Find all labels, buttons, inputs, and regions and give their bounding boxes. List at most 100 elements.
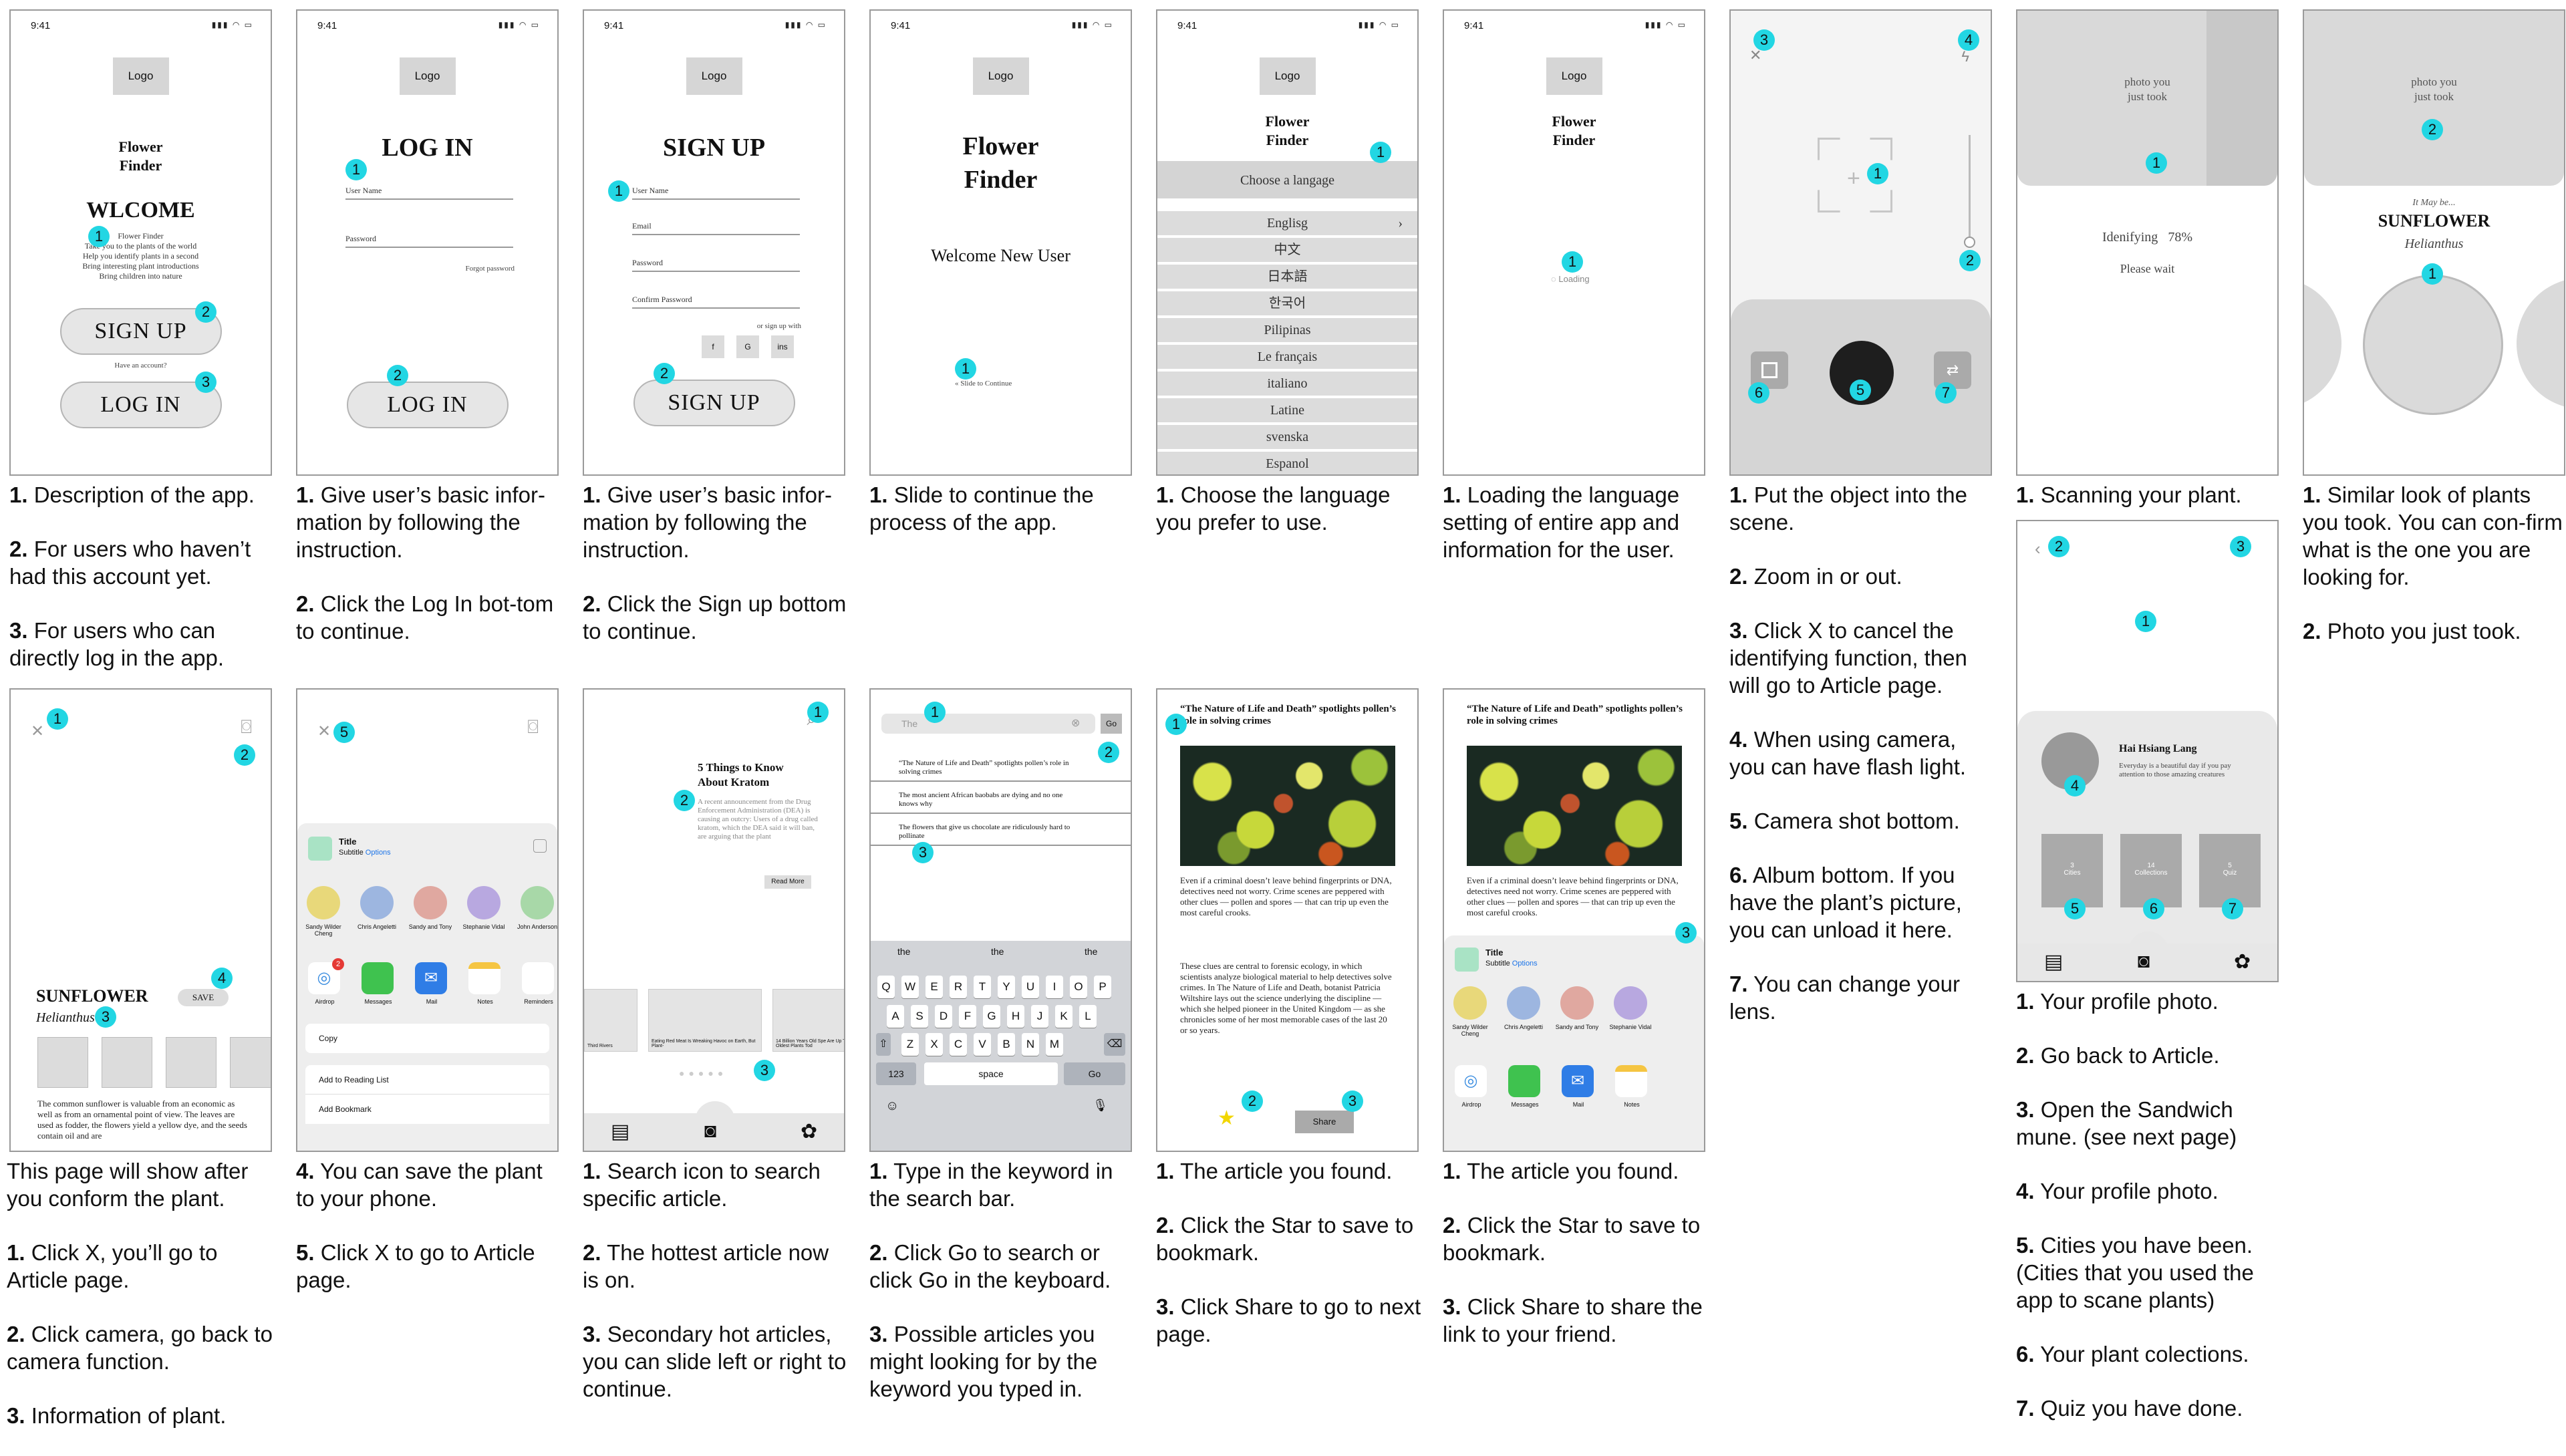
search-result-3[interactable]: The flowers that give us chocolate are r… <box>899 823 1071 840</box>
key-c[interactable]: C <box>950 1033 967 1056</box>
key-h[interactable]: H <box>1007 1005 1024 1028</box>
key-x[interactable]: X <box>925 1033 943 1056</box>
key-i[interactable]: I <box>1046 976 1063 998</box>
close-icon[interactable]: ✕ <box>1749 47 1762 63</box>
space-key[interactable]: space <box>924 1062 1058 1085</box>
search-input[interactable]: The <box>881 714 1095 734</box>
mail-icon[interactable]: ✉ <box>415 962 447 994</box>
signup-button[interactable]: SIGN UP <box>633 380 795 426</box>
add-reading-list-action[interactable]: Add to Reading List <box>305 1065 549 1095</box>
emoji-icon[interactable]: ☺ <box>885 1099 899 1113</box>
options-link[interactable]: Options <box>1512 960 1538 968</box>
shift-key-icon[interactable]: ⇧ <box>876 1033 891 1056</box>
contact-avatar-5[interactable] <box>521 886 554 919</box>
close-icon[interactable]: ✕ <box>317 722 331 740</box>
key-e[interactable]: E <box>925 976 943 998</box>
switch-lens-button[interactable]: ⇄ <box>1934 351 1971 389</box>
messages-icon[interactable] <box>362 962 394 994</box>
profile-tab-icon[interactable]: ✿ <box>801 1121 818 1143</box>
language-option-swedish[interactable]: svenska <box>1157 425 1417 450</box>
key-p[interactable]: P <box>1094 976 1111 998</box>
key-n[interactable]: N <box>1022 1033 1039 1056</box>
zoom-handle[interactable] <box>1964 237 1975 248</box>
contact-avatar-1[interactable] <box>1453 986 1487 1020</box>
similar-plant-right[interactable] <box>2517 278 2564 409</box>
similar-plant-main[interactable] <box>2363 275 2503 415</box>
password-field[interactable]: Password <box>345 234 513 248</box>
username-field[interactable]: User Name <box>345 186 513 200</box>
key-z[interactable]: Z <box>901 1033 919 1056</box>
article-card-center[interactable]: Eating Red Meat Is Wreaking Havoc on Ear… <box>648 989 762 1052</box>
key-y[interactable]: Y <box>998 976 1015 998</box>
key-q[interactable]: Q <box>877 976 895 998</box>
google-signup-button[interactable]: G <box>736 335 759 358</box>
plant-photo-3[interactable] <box>166 1037 217 1088</box>
zoom-slider[interactable] <box>1969 135 1971 242</box>
forgot-password-link[interactable]: Forgot password <box>465 265 515 273</box>
close-share-icon[interactable] <box>533 839 547 853</box>
numbers-key[interactable]: 123 <box>876 1062 916 1085</box>
notes-icon[interactable] <box>468 962 501 994</box>
contact-avatar-2[interactable] <box>1507 986 1540 1020</box>
copy-action[interactable]: Copy <box>305 1024 549 1053</box>
read-more-button[interactable]: Read More <box>764 875 811 889</box>
star-bookmark-icon[interactable]: ★ <box>1218 1107 1236 1129</box>
keyboard-go-key[interactable]: Go <box>1064 1062 1125 1085</box>
key-u[interactable]: U <box>1022 976 1039 998</box>
contact-avatar-1[interactable] <box>307 886 340 919</box>
suggestion-2[interactable]: the <box>991 946 1004 957</box>
article-card-right[interactable]: 14 Billion Years Old Spe Are Up The Olde… <box>772 989 844 1052</box>
profile-tab-icon[interactable]: ✿ <box>2234 951 2251 973</box>
key-m[interactable]: M <box>1046 1033 1063 1056</box>
suggestion-1[interactable]: the <box>897 946 911 957</box>
contact-avatar-3[interactable] <box>1560 986 1594 1020</box>
article-card-left[interactable]: Third Rivers <box>584 989 637 1052</box>
key-d[interactable]: D <box>935 1005 952 1028</box>
share-button[interactable]: Share <box>1295 1111 1354 1133</box>
search-result-2[interactable]: The most ancient African baobabs are dyi… <box>899 791 1063 808</box>
password-field[interactable]: Password <box>632 258 800 272</box>
key-b[interactable]: B <box>998 1033 1015 1056</box>
suggestion-3[interactable]: the <box>1085 946 1098 957</box>
contact-avatar-4[interactable] <box>467 886 501 919</box>
article-tab-icon[interactable]: ▤ <box>2044 951 2063 973</box>
notes-icon[interactable] <box>1615 1065 1647 1097</box>
username-field[interactable]: User Name <box>632 186 800 200</box>
key-l[interactable]: L <box>1079 1005 1097 1028</box>
add-bookmark-action[interactable]: Add Bookmark <box>305 1095 549 1124</box>
carousel-dots[interactable]: ●●●●● <box>679 1068 728 1078</box>
language-option-spanish[interactable]: Espanol <box>1157 452 1417 474</box>
airdrop-icon[interactable]: ◎ <box>1455 1065 1487 1097</box>
camera-tab-icon[interactable]: ◙ <box>704 1120 717 1142</box>
key-j[interactable]: J <box>1031 1005 1048 1028</box>
key-t[interactable]: T <box>974 976 991 998</box>
plant-photo-1[interactable] <box>37 1037 88 1088</box>
language-option-italian[interactable]: italiano <box>1157 372 1417 397</box>
key-s[interactable]: S <box>911 1005 928 1028</box>
language-option-french[interactable]: Le français <box>1157 345 1417 370</box>
search-result-1[interactable]: “The Nature of Life and Death” spotlight… <box>899 759 1069 776</box>
contact-avatar-3[interactable] <box>414 886 447 919</box>
back-icon[interactable]: ‹ <box>2035 539 2041 559</box>
key-a[interactable]: A <box>887 1005 904 1028</box>
options-link[interactable]: Options <box>365 849 391 857</box>
delete-key-icon[interactable]: ⌫ <box>1104 1033 1125 1056</box>
key-k[interactable]: K <box>1055 1005 1073 1028</box>
language-option-english[interactable]: Englisg› <box>1157 211 1417 237</box>
article-tab-icon[interactable]: ▤ <box>611 1121 630 1143</box>
key-f[interactable]: F <box>959 1005 976 1028</box>
language-option-korean[interactable]: 한국어 <box>1157 291 1417 317</box>
clear-icon[interactable]: ⊗ <box>1071 718 1081 729</box>
similar-plant-left[interactable] <box>2304 278 2341 409</box>
flash-icon[interactable]: ϟ <box>1961 48 1969 65</box>
microphone-icon[interactable]: 🎙 <box>1093 1099 1108 1112</box>
login-button[interactable]: LOG IN <box>59 382 222 428</box>
contact-avatar-4[interactable] <box>1614 986 1647 1020</box>
key-g[interactable]: G <box>983 1005 1000 1028</box>
key-w[interactable]: W <box>901 976 919 998</box>
close-icon[interactable]: ✕ <box>31 722 45 740</box>
instagram-signup-button[interactable]: ins <box>771 335 794 358</box>
